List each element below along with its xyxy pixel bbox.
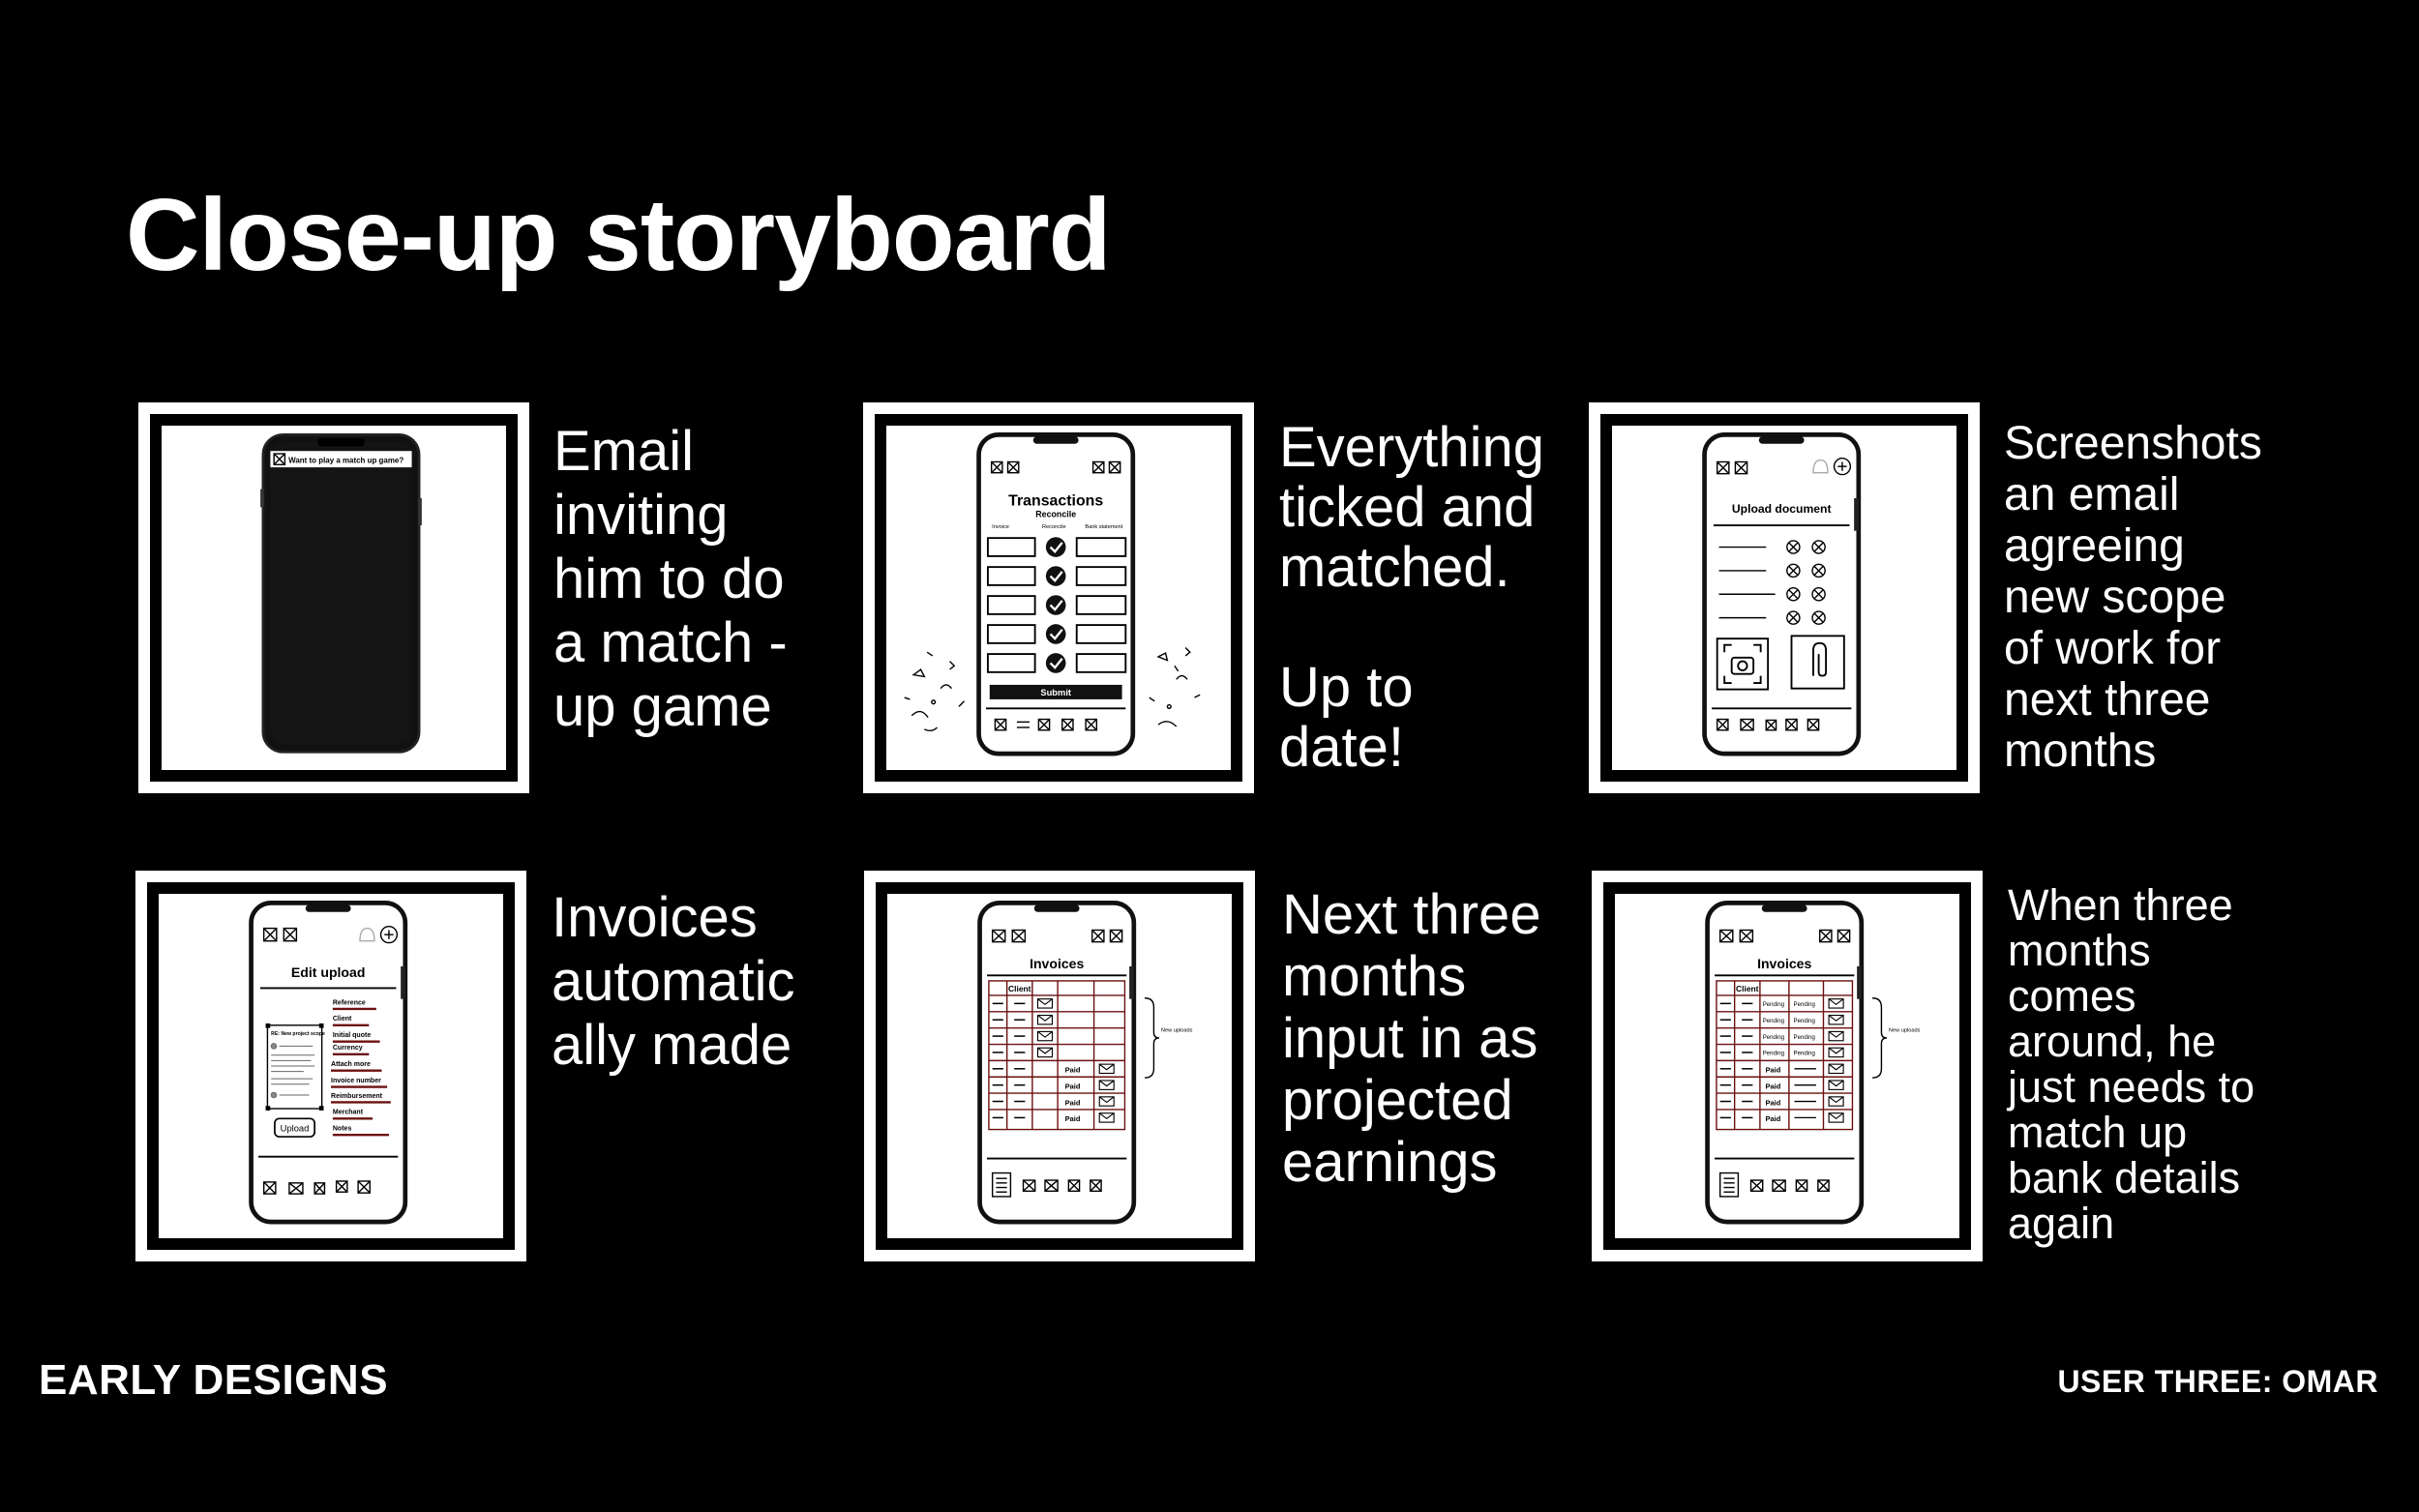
status-badge: Paid	[1065, 1098, 1081, 1107]
status-badge: Pending	[1794, 1018, 1815, 1024]
screen-title: Edit upload	[291, 964, 365, 980]
check-icons	[1045, 537, 1066, 673]
phone-sketch-invoices-pending: Invoices Client	[1705, 901, 1921, 1225]
column-reconcile: Reconcile	[1042, 524, 1066, 530]
field-currency: Currency	[333, 1045, 363, 1052]
phone-sketch-invoices-projected: Invoices Client	[977, 901, 1193, 1225]
storyboard-frame-invoices-projected: Invoices Client	[864, 871, 1255, 1261]
placeholder-icons-top	[990, 460, 1121, 474]
upload-button-label: Upload	[281, 1123, 310, 1133]
envelope-icons	[1828, 998, 1844, 1123]
placeholder-icons-bottom	[994, 718, 1098, 731]
storyboard-frame-email: Want to play a match up game?	[138, 402, 529, 793]
screen-title: Transactions	[1008, 492, 1103, 509]
storyboard-frame-transactions: Transactions Reconcile Invoice Reconcile…	[863, 402, 1254, 793]
placeholder-icons-top	[1718, 929, 1851, 943]
column-client: Client	[1736, 984, 1759, 993]
invoice-table-grid	[988, 980, 1126, 1131]
placeholder-icons-bottom	[1718, 1171, 1830, 1198]
phone-sketch-edit-upload: Edit upload Reference Client Initial quo…	[249, 901, 408, 1225]
placeholder-icons-bottom	[262, 1180, 371, 1195]
column-bank-statement: Bank statement	[1085, 524, 1122, 530]
field-notes: Notes	[333, 1126, 352, 1133]
caption-edit-upload: Invoices automatic ally made	[552, 886, 795, 1077]
close-icon	[273, 453, 286, 465]
placeholder-icons-bottom	[1716, 718, 1820, 731]
status-badge: Paid	[1065, 1082, 1081, 1090]
screen-title: Invoices	[1757, 956, 1811, 971]
user-label: USER THREE: OMAR	[2057, 1364, 2378, 1399]
field-reference: Reference	[333, 999, 366, 1006]
caption-upload-document: Screenshots an email agreeing new scope …	[2004, 418, 2262, 777]
phone-sketch-email: Want to play a match up game?	[260, 432, 422, 754]
field-client: Client	[333, 1016, 352, 1023]
placeholder-icons-top	[991, 929, 1123, 943]
placeholder-icons-top	[1716, 460, 1748, 475]
field-reimbursement: Reimbursement	[331, 1093, 383, 1100]
status-badge: Paid	[1766, 1098, 1781, 1107]
email-heading: RE: New project scope	[271, 1031, 325, 1037]
phone-sketch-upload-document: Upload document	[1702, 432, 1862, 756]
confetti-left	[904, 651, 966, 732]
bracket-annotation	[1872, 997, 1888, 1079]
add-icon	[1833, 458, 1852, 476]
screen-title: Invoices	[1030, 956, 1084, 971]
field-merchant: Merchant	[333, 1110, 364, 1116]
bell-icon	[1812, 459, 1829, 474]
status-badge: Paid	[1766, 1082, 1781, 1090]
field-attach-more: Attach more	[331, 1061, 371, 1068]
envelope-icons	[1036, 998, 1115, 1123]
status-badge: Paid	[1766, 1066, 1781, 1075]
screen-title: Upload document	[1732, 502, 1832, 516]
column-client: Client	[1008, 984, 1031, 993]
phone-sketch-transactions: Transactions Reconcile Invoice Reconcile…	[904, 432, 1201, 756]
annotation-new-uploads: New uploads	[1160, 1027, 1193, 1034]
bell-icon	[359, 927, 375, 942]
section-label: EARLY DESIGNS	[39, 1356, 389, 1404]
status-badge: Paid	[1766, 1114, 1781, 1123]
screen-subtitle: Reconcile	[1035, 510, 1076, 519]
caption-email: Email inviting him to do a match - up ga…	[553, 420, 788, 738]
upload-button	[274, 1117, 315, 1138]
placeholder-icons-bottom	[991, 1171, 1102, 1198]
status-badge: Pending	[1763, 1034, 1784, 1041]
submit-button	[989, 684, 1122, 699]
status-badge: Paid	[1065, 1114, 1081, 1123]
status-badge: Pending	[1763, 1018, 1784, 1024]
status-badge: Pending	[1794, 1051, 1815, 1057]
placeholder-icons-top	[262, 927, 298, 942]
status-badge: Pending	[1794, 1034, 1815, 1041]
paperclip-icon	[1790, 635, 1845, 690]
email-notification-text: Want to play a match up game?	[288, 456, 403, 464]
column-invoice: Invoice	[992, 524, 1009, 530]
document-list	[1718, 540, 1826, 625]
camera-icon	[1716, 637, 1770, 691]
caption-invoices-projected: Next three months input in as projected …	[1282, 883, 1541, 1194]
status-badge: Paid	[1065, 1066, 1081, 1075]
status-badge: Pending	[1794, 1001, 1815, 1008]
status-badge: Pending	[1763, 1001, 1784, 1008]
storyboard-frame-edit-upload: Edit upload Reference Client Initial quo…	[135, 871, 526, 1261]
submit-button-label: Submit	[1040, 688, 1071, 697]
field-invoice-number: Invoice number	[331, 1078, 381, 1084]
page-title: Close-up storyboard	[126, 178, 1112, 292]
storyboard-frame-upload-document: Upload document	[1589, 402, 1980, 793]
add-icon	[379, 926, 399, 944]
caption-transactions: Everything ticked and matched. Up to dat…	[1279, 416, 1545, 779]
storyboard-frame-invoices-pending: Invoices Client	[1592, 871, 1983, 1261]
bracket-annotation	[1145, 997, 1160, 1079]
field-initial-quote: Initial quote	[333, 1032, 371, 1039]
status-badge: Pending	[1763, 1051, 1784, 1057]
annotation-new-uploads: New uploads	[1888, 1027, 1921, 1034]
confetti-right	[1149, 647, 1201, 727]
caption-invoices-pending: When three months comes around, he just …	[2008, 880, 2255, 1248]
invoice-table-grid	[1716, 980, 1854, 1131]
